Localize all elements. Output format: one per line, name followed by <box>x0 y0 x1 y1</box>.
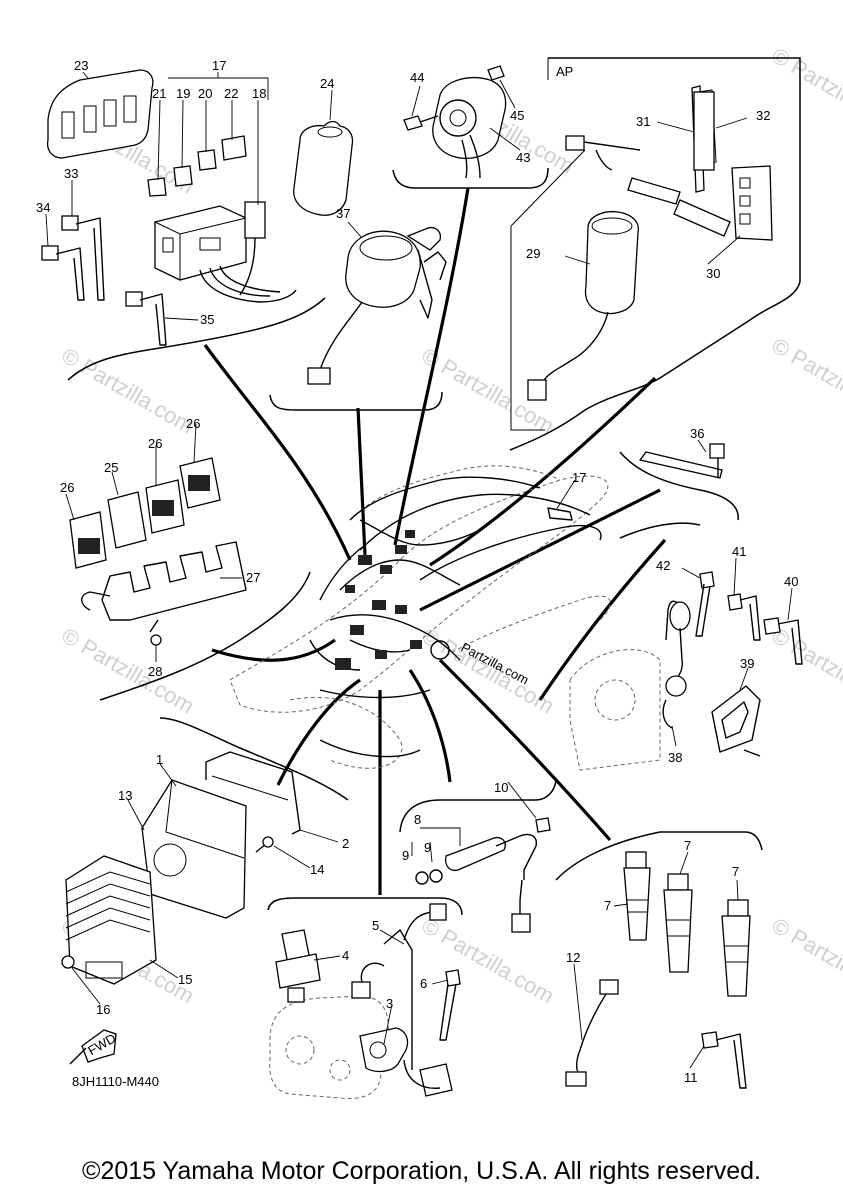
group-temperature-sensors <box>565 851 751 1089</box>
callout-42: 42 <box>656 558 670 573</box>
callout-16: 16 <box>96 1002 110 1017</box>
callout-33: 33 <box>64 166 78 181</box>
watermark: © Partzilla.com <box>418 623 559 719</box>
callout-18: 18 <box>252 86 266 101</box>
callout-26c: 26 <box>186 416 200 431</box>
callout-8: 8 <box>414 812 421 827</box>
vehicle-hull: Partzilla.com <box>229 465 611 769</box>
callout-7c: 7 <box>732 864 739 879</box>
callout-44: 44 <box>410 70 424 85</box>
callout-26b: 26 <box>148 436 162 451</box>
watermark: © Partzilla.com <box>768 913 843 1009</box>
callout-21: 21 <box>152 86 166 101</box>
group-pressure-sensors <box>269 903 461 1099</box>
callout-22: 22 <box>224 86 238 101</box>
callout-36: 36 <box>690 426 704 441</box>
group-gauge <box>403 65 521 179</box>
callout-20: 20 <box>198 86 212 101</box>
callout-26a: 26 <box>60 480 74 495</box>
callout-13: 13 <box>118 788 132 803</box>
callout-2: 2 <box>342 836 349 851</box>
accessory-box-label: AP <box>556 64 573 79</box>
callout-14: 14 <box>310 862 324 877</box>
callout-35: 35 <box>200 312 214 327</box>
callout-6: 6 <box>420 976 427 991</box>
group-speed-sensor <box>411 781 551 933</box>
group-relays <box>65 423 247 662</box>
callout-25: 25 <box>104 460 118 475</box>
callout-17b: 17 <box>572 470 586 485</box>
callout-4: 4 <box>342 948 349 963</box>
group-fuse-box <box>41 69 297 346</box>
callout-27: 27 <box>246 570 260 585</box>
watermark: © Partzilla.com <box>768 623 843 719</box>
callout-1: 1 <box>156 752 163 767</box>
copyright-notice: ©2015 Yamaha Motor Corporation, U.S.A. A… <box>82 1157 761 1185</box>
callout-12: 12 <box>566 950 580 965</box>
callout-9a: 9 <box>402 848 409 863</box>
callout-37: 37 <box>336 206 350 221</box>
callout-39: 39 <box>740 656 754 671</box>
callout-32: 32 <box>756 108 770 123</box>
callout-23: 23 <box>74 58 88 73</box>
watermark: © Partzilla.com <box>58 343 199 439</box>
callout-24: 24 <box>320 76 334 91</box>
diagram-code: 8JH1110-M440 <box>72 1074 159 1089</box>
callout-41: 41 <box>732 544 746 559</box>
callout-7a: 7 <box>604 898 611 913</box>
callout-29: 29 <box>526 246 540 261</box>
callout-9b: 9 <box>424 840 431 855</box>
callout-43: 43 <box>516 150 530 165</box>
group-key-switch <box>293 89 447 385</box>
callout-38: 38 <box>668 750 682 765</box>
watermark: © Partzilla.com <box>768 43 843 139</box>
callout-5: 5 <box>372 918 379 933</box>
callout-17: 17 <box>212 58 226 73</box>
watermark: © Partzilla.com <box>58 623 199 719</box>
group-accessory: AP <box>527 64 773 401</box>
callout-45: 45 <box>510 108 524 123</box>
callout-10: 10 <box>494 780 508 795</box>
assembly-leader-lines <box>203 187 667 895</box>
callout-30: 30 <box>706 266 720 281</box>
callout-31: 31 <box>636 114 650 129</box>
callout-3: 3 <box>386 996 393 1011</box>
group-ecu: FWD 8JH1110-M440 <box>61 751 339 1089</box>
group-right-sensors <box>569 557 803 771</box>
callout-34: 34 <box>36 200 50 215</box>
callout-19: 19 <box>176 86 190 101</box>
callout-40: 40 <box>784 574 798 589</box>
watermark: © Partzilla.com <box>418 913 559 1009</box>
callout-15: 15 <box>178 972 192 987</box>
group-panels <box>67 57 801 916</box>
callout-28: 28 <box>148 664 162 679</box>
callout-7b: 7 <box>684 838 691 853</box>
callout-11: 11 <box>684 1070 698 1085</box>
watermark: © Partzilla.com <box>768 333 843 429</box>
group-tie-36 <box>639 439 725 479</box>
callout-labels: 23 17 21 19 20 22 18 33 34 35 24 37 44 4… <box>36 58 798 1085</box>
